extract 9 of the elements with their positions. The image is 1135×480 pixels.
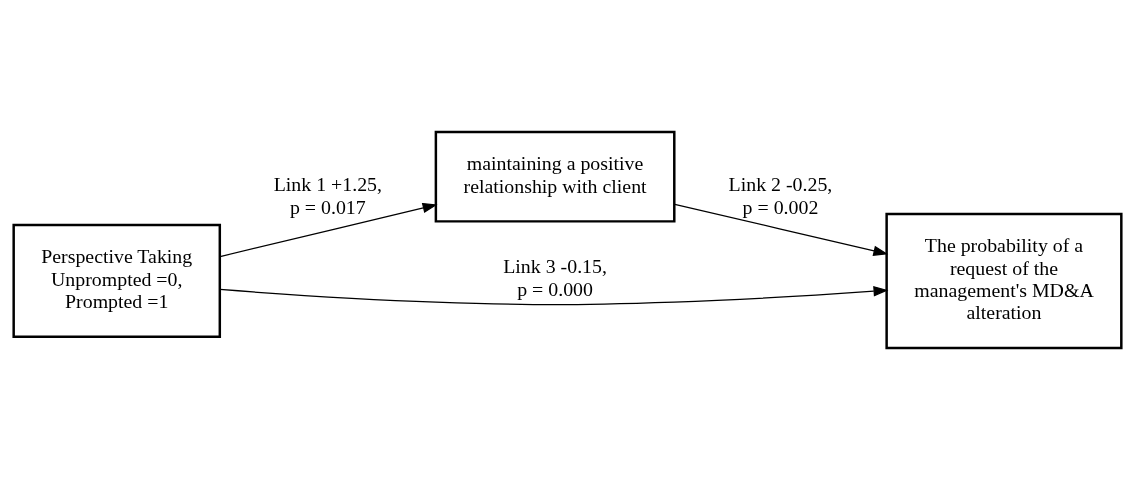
edge-label: Link 2 -0.25, p = 0.002: [728, 173, 833, 218]
arrow: [674, 203, 889, 256]
edge-label: Link 3 -0.15, p = 0.000: [503, 255, 607, 300]
node-box: maintaining a positive relationship with client: [434, 130, 676, 223]
node-box: The probability of a request of the management's MD&A alteration: [885, 212, 1123, 350]
arrow: [219, 202, 438, 258]
arrow: [219, 286, 889, 306]
edge-label: Link 1 +1.25, p = 0.017: [273, 173, 382, 218]
node-box: Perspective Taking Unprompted =0, Prompted =1: [12, 223, 222, 339]
